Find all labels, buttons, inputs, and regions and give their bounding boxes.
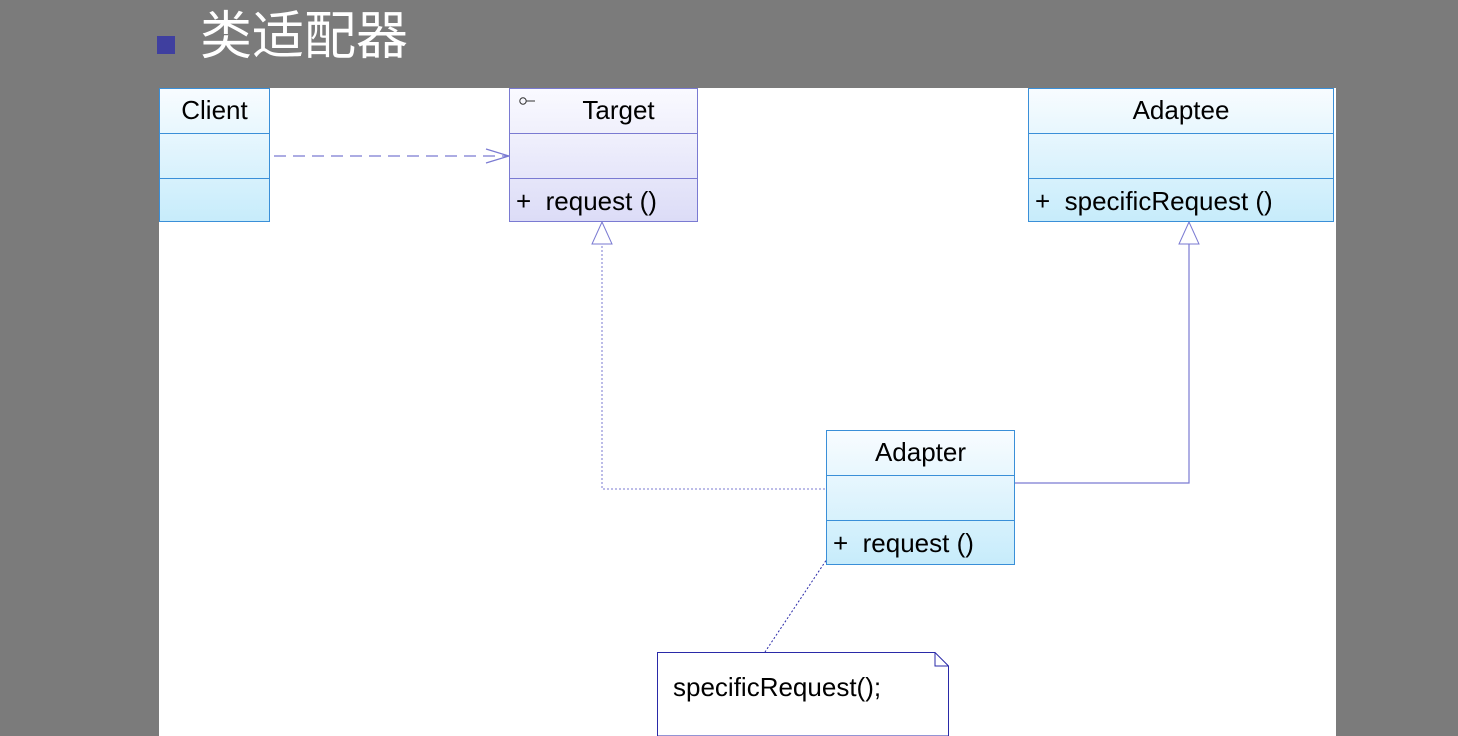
adaptee-attributes: [1029, 133, 1333, 178]
realization-line: [601, 244, 825, 490]
target-interface[interactable]: Target + request (): [509, 88, 698, 222]
client-class[interactable]: Client: [159, 88, 270, 222]
realization-arrowhead: [591, 220, 613, 245]
adapter-attributes: [827, 475, 1014, 520]
generalization-line: [1014, 244, 1190, 484]
adaptee-operations: + specificRequest (): [1029, 178, 1333, 223]
uml-class-diagram: Client Target + request () Adaptee + spe…: [159, 88, 1336, 736]
slide-title: 类适配器: [200, 7, 409, 67]
adapter-operation: + request (): [833, 528, 974, 558]
note[interactable]: specificRequest();: [657, 652, 949, 736]
target-class-name: Target: [582, 95, 655, 125]
adapter-class[interactable]: Adapter + request (): [826, 430, 1015, 565]
adapter-operations: + request (): [827, 520, 1014, 566]
adapter-class-name: Adapter: [874, 437, 967, 467]
client-attributes: [160, 133, 269, 178]
target-operations: + request (): [510, 178, 697, 223]
client-operations: [160, 178, 269, 223]
note-anchor-line: [764, 543, 838, 653]
relationship-lines: [274, 148, 1200, 653]
interface-icon: [519, 97, 535, 105]
generalization-arrowhead: [1178, 220, 1200, 245]
client-class-name: Client: [181, 95, 248, 125]
adaptee-class-name: Adaptee: [1132, 95, 1230, 125]
slide-bullet: [157, 36, 175, 54]
adaptee-class[interactable]: Adaptee + specificRequest (): [1028, 88, 1334, 222]
note-shape: [657, 652, 949, 736]
note-text: specificRequest();: [673, 672, 882, 702]
adaptee-operation: + specificRequest (): [1035, 186, 1273, 216]
target-attributes: [510, 133, 697, 178]
target-operation: + request (): [516, 186, 657, 216]
